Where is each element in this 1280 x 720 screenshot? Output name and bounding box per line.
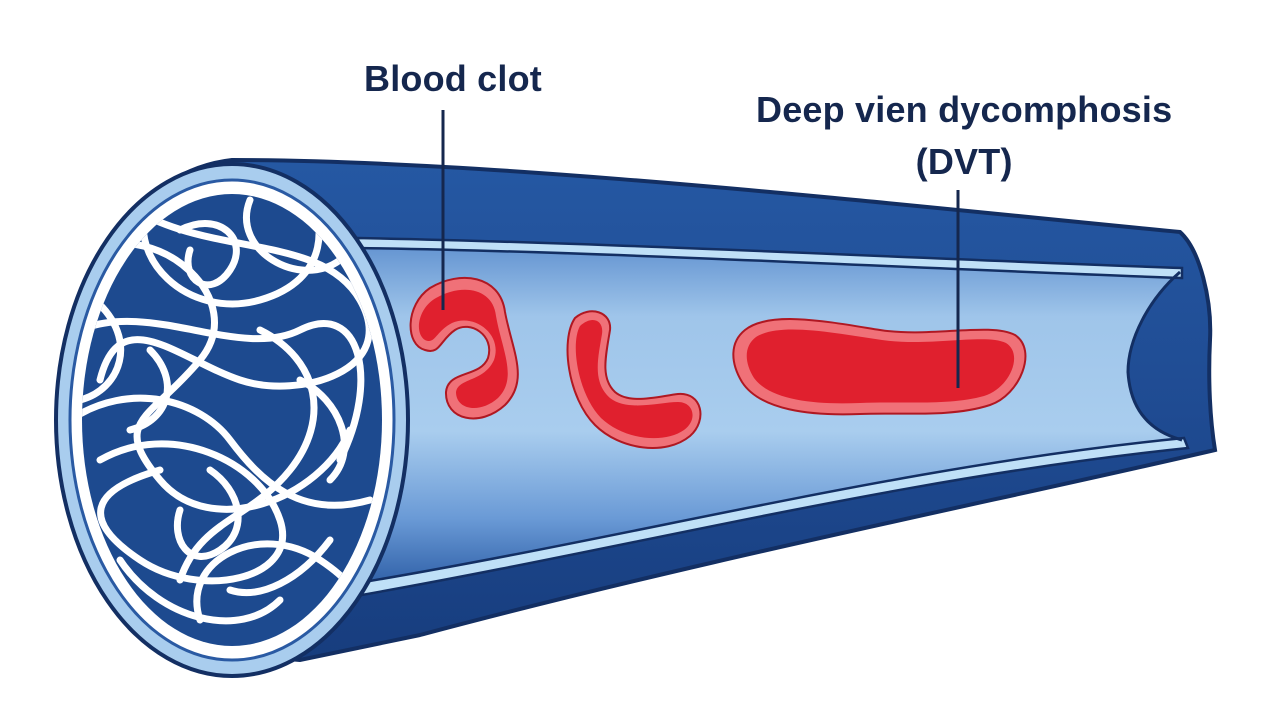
dvt-label: Deep vien dycomphosis (DVT) [756,84,1172,188]
vein-lumen [355,240,1182,588]
blood-clot-label: Blood clot [364,58,542,99]
vein-inner-lining-top [356,236,1184,280]
blood-clot-1 [409,276,519,420]
blood-clot-2 [566,310,702,449]
blood-clot-dvt [732,318,1027,416]
dvt-label-line2: (DVT) [915,141,1013,182]
fibrin-mesh [82,194,374,646]
vein-inner-lining-bottom [350,436,1190,598]
vein-cross-section [54,162,410,678]
vein-open-end [1126,270,1183,442]
dvt-label-line1: Deep vien dycomphosis [756,89,1173,130]
